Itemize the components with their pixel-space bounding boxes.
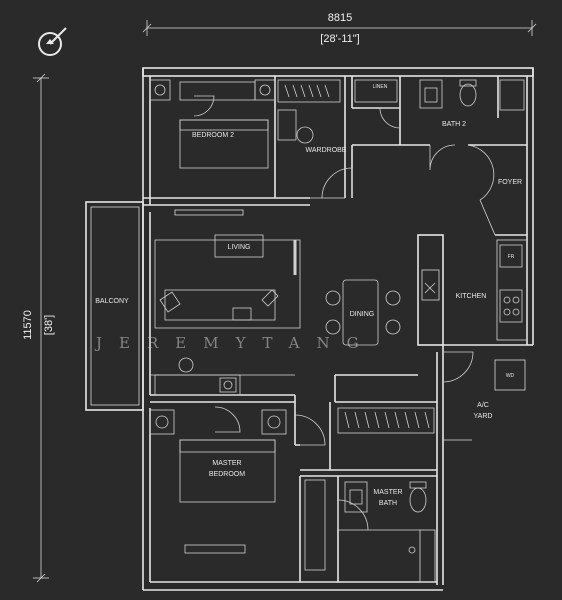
label-master-bath-2: BATH	[379, 500, 397, 507]
label-balcony: BALCONY	[95, 298, 129, 305]
label-wardrobe: WARDROBE	[306, 147, 347, 154]
label-master-bedroom-2: BEDROOM	[209, 471, 245, 478]
label-dining: DINING	[350, 311, 375, 318]
label-foyer: FOYER	[498, 179, 522, 186]
fixtures	[149, 79, 525, 571]
label-kitchen: KITCHEN	[456, 293, 487, 300]
label-master-bedroom-1: MASTER	[212, 460, 241, 467]
height-ft-label: [38']	[43, 315, 55, 335]
north-arrow-icon	[38, 27, 67, 56]
height-mm-label: 11570	[22, 310, 34, 340]
doors	[193, 95, 495, 531]
label-washer: WD	[506, 373, 515, 379]
width-dimension: 8815 [28'-11"]	[142, 12, 537, 45]
label-bedroom-2: BEDROOM 2	[192, 132, 234, 139]
label-ac-yard-1: A/C	[477, 402, 489, 409]
width-mm-label: 8815	[328, 12, 352, 24]
label-bath-2: BATH 2	[442, 121, 466, 128]
label-master-bath-1: MASTER	[373, 489, 402, 496]
width-ft-label: [28'-11"]	[320, 33, 359, 45]
label-ac-yard-2: YARD	[474, 413, 493, 420]
label-linen: LINEN	[373, 84, 388, 90]
interior-walls	[143, 76, 528, 583]
height-dimension: 11570 [38']	[22, 73, 55, 583]
label-fridge: FR	[508, 254, 515, 260]
room-labels: BEDROOM 2 WARDROBE LINEN BATH 2 FOYER LI…	[95, 84, 522, 507]
watermark: JEREMYTANG	[94, 334, 376, 352]
label-living: LIVING	[228, 244, 251, 251]
